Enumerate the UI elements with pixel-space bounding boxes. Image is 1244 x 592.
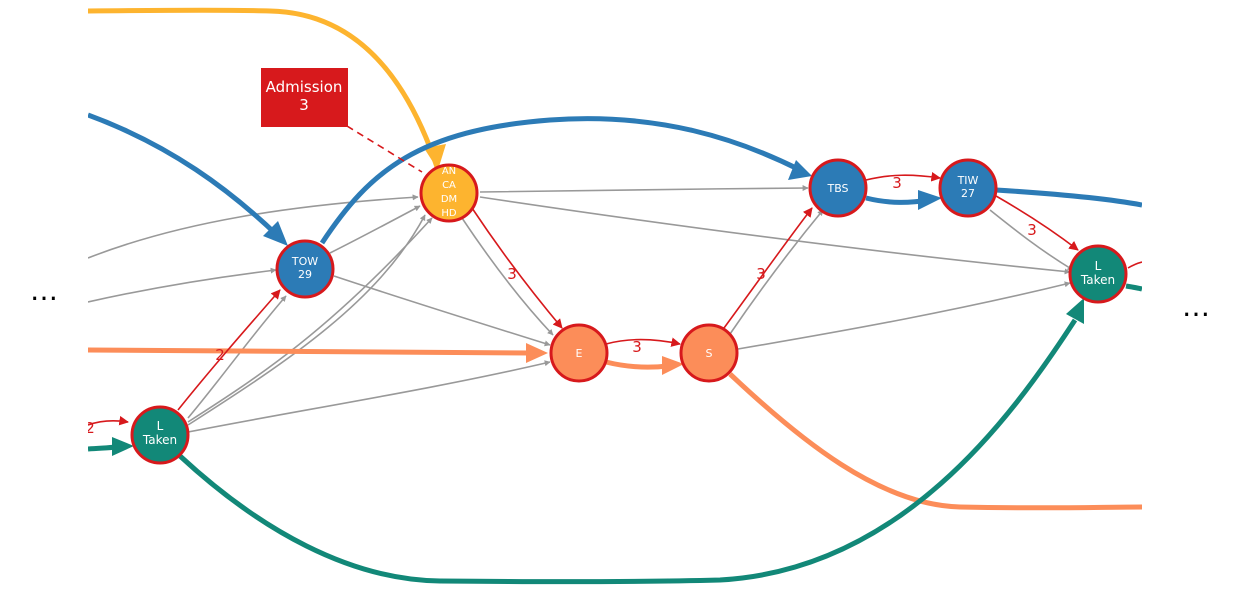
blue-arrowhead-tiw: [918, 190, 942, 210]
node-e-label: E: [576, 347, 583, 360]
blue-arrowhead-tbs: [788, 160, 812, 180]
edge-red-tbs-tiw: [865, 172, 941, 182]
yellow-arrowhead: [424, 144, 446, 170]
node-e: E: [549, 323, 609, 383]
edge-tow29-to-e: [333, 275, 551, 347]
orange-arrowhead-e: [526, 343, 548, 363]
node-s: S: [679, 323, 739, 383]
teal-path-ltaken1-ltaken2: [178, 318, 1078, 585]
blue-arrowhead-tow29: [263, 221, 288, 246]
teal-path-in: [88, 444, 117, 452]
edge-ancadmhd-to-ltaken2: [479, 196, 1071, 275]
edge-left-to-tow29: [88, 267, 277, 303]
edge-label-e-s: 3: [632, 338, 642, 356]
edge-label-ltaken1-tow29: 2: [215, 346, 225, 364]
node-ancadmhd-line4: HD: [441, 208, 457, 219]
left-ellipsis: …: [30, 274, 58, 307]
edge-label-tbs-tiw: 3: [892, 174, 902, 192]
node-ancadmhd-line1: AN: [442, 166, 456, 177]
edge-red-ltaken1-tow29: [177, 289, 281, 411]
node-tiw27-line2: 27: [961, 187, 975, 200]
edge-tow29-to-ancadmhd: [329, 205, 421, 254]
annotation-line2: 3: [299, 96, 309, 114]
node-ancadmhd-line3: DM: [441, 194, 457, 205]
edge-ancadmhd-to-e: [461, 217, 554, 336]
blue-path-out: [995, 187, 1142, 208]
red-edges: [88, 172, 1142, 426]
blue-path-in: [88, 112, 280, 238]
edge-label-ancadmhd-e: 3: [507, 265, 517, 283]
node-ancadmhd: AN CA DM HD: [419, 163, 479, 223]
edge-tiw27-to-ltaken2: [989, 209, 1074, 271]
orange-arrowhead-s: [662, 356, 684, 375]
blue-path-tow-tbs: [319, 116, 802, 245]
orange-path-out: [728, 372, 1142, 511]
edge-label-tiw-ltaken2: 3: [1027, 221, 1037, 239]
edge-ltaken1-to-e: [187, 360, 551, 433]
node-tow29: TOW 29: [275, 239, 335, 299]
orange-path-in: [88, 347, 531, 356]
annotation-box: [261, 68, 348, 127]
gray-edges: [88, 185, 1074, 433]
node-ltaken-1-line2: Taken: [142, 433, 177, 447]
edge-ltaken1-to-tow29: [187, 295, 287, 419]
edge-s-to-tbs: [729, 209, 824, 335]
teal-arrowhead-ltaken1: [112, 437, 134, 456]
node-ancadmhd-line2: CA: [442, 180, 456, 191]
teal-path-out: [1125, 283, 1142, 292]
node-ltaken-1-line1: L: [157, 419, 164, 433]
edge-red-ancadmhd-e: [471, 207, 563, 329]
node-tow29-line1: TOW: [291, 255, 318, 268]
edge-label-incoming-ltaken1: 2: [85, 419, 95, 437]
edge-red-ltaken2-out: [1127, 261, 1142, 269]
edge-label-s-tbs: 3: [756, 265, 766, 283]
edge-ltaken1-to-ancadmhd-a: [187, 217, 433, 423]
annotation-connector: [346, 125, 423, 173]
node-ltaken-2-line1: L: [1095, 259, 1102, 273]
teal-arrowhead-ltaken2: [1066, 298, 1084, 324]
node-tbs-label: TBS: [826, 182, 848, 195]
node-tbs: TBS: [808, 158, 868, 218]
edge-red-e-s: [605, 337, 681, 347]
node-ltaken-2: L Taken: [1068, 244, 1128, 304]
orange-path-e-s: [605, 359, 669, 370]
edge-s-to-ltaken2: [737, 281, 1071, 350]
edge-ancadmhd-to-tbs: [479, 185, 809, 193]
node-ltaken-1: L Taken: [130, 405, 190, 465]
edge-red-tiw-ltaken2: [995, 195, 1079, 251]
node-s-label: S: [706, 347, 713, 360]
node-tow29-line2: 29: [298, 268, 312, 281]
edge-red-incoming-ltaken1: [88, 415, 129, 426]
annotation-line1: Admission: [266, 78, 343, 96]
edge-red-s-tbs: [723, 207, 813, 329]
node-tiw27-line1: TIW: [957, 174, 979, 187]
edge-left-to-ancadmhd: [88, 194, 419, 259]
yellow-path: [88, 7, 441, 171]
node-ltaken-2-line2: Taken: [1080, 273, 1115, 287]
right-ellipsis: …: [1182, 290, 1210, 323]
node-tiw27: TIW 27: [938, 158, 998, 218]
edge-ltaken1-to-ancadmhd-b: [187, 214, 426, 426]
